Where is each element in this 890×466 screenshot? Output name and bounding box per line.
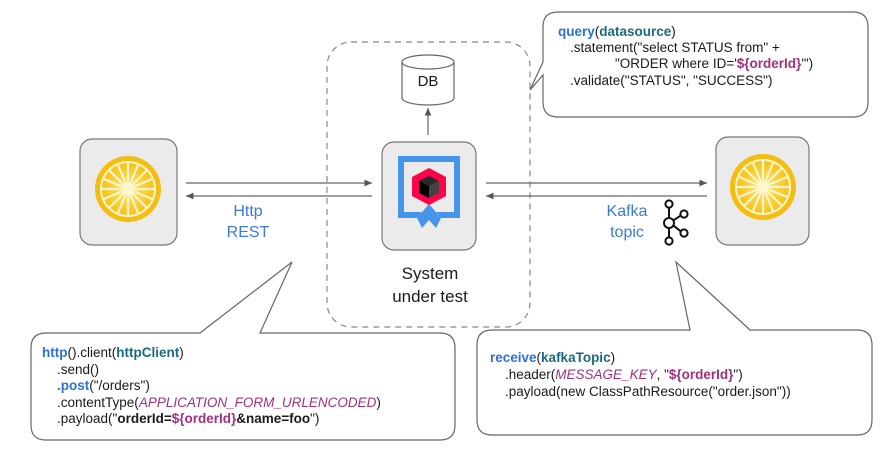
db-cylinder-icon bbox=[401, 54, 455, 106]
sut-label-line1: System bbox=[401, 264, 459, 283]
http-payload-a: .payload(" bbox=[57, 411, 118, 426]
lemon-icon-right bbox=[730, 154, 796, 220]
kafka-header-const: MESSAGE_KEY bbox=[555, 367, 657, 382]
quarkus-logo-icon bbox=[398, 156, 460, 228]
query-fn: query bbox=[558, 24, 595, 39]
http-code-line2: .send() bbox=[57, 362, 100, 377]
lemon-icon-left bbox=[95, 156, 161, 222]
kafka-label-line2: topic bbox=[610, 224, 644, 241]
db-label: DB bbox=[417, 73, 439, 90]
kafka-fn: receive bbox=[490, 350, 537, 365]
sut-label-line2: under test bbox=[392, 287, 468, 306]
sut-container bbox=[326, 41, 531, 328]
query-orderid-var: ${orderId} bbox=[736, 56, 802, 71]
sut-label: System under test bbox=[355, 262, 505, 308]
kafka-code-line1: receive(kafkaTopic) bbox=[490, 350, 616, 365]
http-rest-label: Http REST bbox=[208, 201, 288, 243]
http-payload-c: ") bbox=[310, 411, 320, 426]
query-line3: "ORDER where ID='${orderId}'") bbox=[615, 56, 813, 72]
kafka-header-var: ${orderId} bbox=[668, 367, 734, 382]
kafka-label-line1: Kafka bbox=[606, 203, 648, 220]
kafka-code-line3: .payload(new ClassPathResource("order.js… bbox=[505, 384, 791, 399]
http-code-line3: .post("/orders") bbox=[57, 378, 150, 394]
kafka-topic-label: Kafka topic bbox=[592, 201, 662, 243]
http-ct-a: .contentType( bbox=[57, 395, 139, 410]
http-callout bbox=[30, 261, 456, 441]
http-end: ) bbox=[179, 345, 184, 360]
query-code: query(datasource) bbox=[558, 24, 676, 39]
query-line3-b: '") bbox=[801, 56, 814, 71]
query-line3-a: "ORDER where ID=' bbox=[615, 56, 737, 71]
http-payload-var: ${orderId} bbox=[171, 411, 237, 426]
http-label-line1: Http bbox=[233, 203, 263, 220]
http-fn: http bbox=[42, 345, 68, 360]
kafka-header-a: .header( bbox=[505, 367, 556, 382]
http-ct-b: ) bbox=[376, 395, 381, 410]
http-mid: ().client( bbox=[67, 345, 117, 360]
http-code-line4: .contentType(APPLICATION_FORM_URLENCODED… bbox=[57, 395, 381, 411]
query-line4: .validate("STATUS", "SUCCESS") bbox=[570, 73, 773, 88]
kafka-header-b: , " bbox=[656, 367, 669, 382]
http-label-line2: REST bbox=[226, 224, 270, 241]
kafka-callout bbox=[476, 260, 873, 436]
http-client-arg: httpClient bbox=[116, 345, 180, 360]
kafka-header-c: ") bbox=[733, 367, 743, 382]
http-ct-const: APPLICATION_FORM_URLENCODED bbox=[138, 395, 377, 410]
http-code-line5: .payload("orderId=${orderId}&name=foo") bbox=[57, 411, 319, 427]
query-arg: datasource bbox=[599, 24, 672, 39]
kafka-arg: kafkaTopic bbox=[541, 350, 611, 365]
http-post-fn: .post bbox=[57, 378, 90, 393]
http-post-rest: ("/orders") bbox=[89, 378, 150, 393]
kafka-logo-icon bbox=[663, 199, 689, 246]
query-line2: .statement("select STATUS from" + bbox=[570, 40, 780, 55]
query-callout bbox=[529, 11, 869, 118]
http-code-line1: http().client(httpClient) bbox=[42, 345, 184, 361]
http-payload-b2: &name=foo bbox=[236, 411, 311, 426]
kafka-code-line2: .header(MESSAGE_KEY, "${orderId}") bbox=[505, 367, 743, 383]
http-payload-b1: orderId= bbox=[117, 411, 172, 426]
